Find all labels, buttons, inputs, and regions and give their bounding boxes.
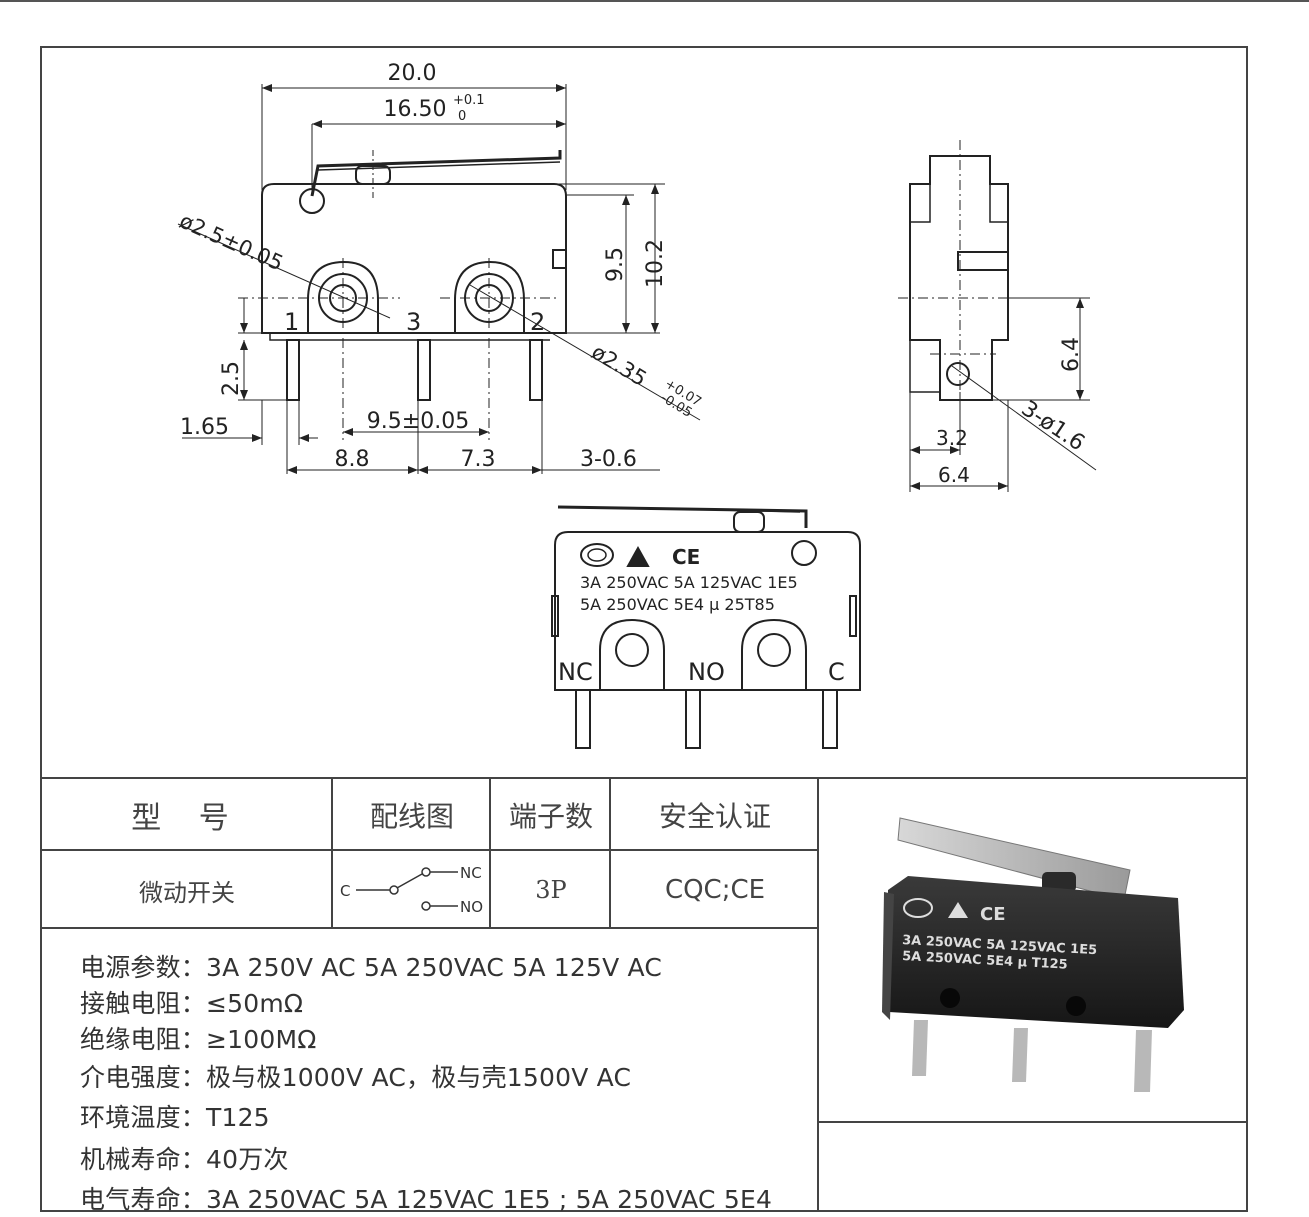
wiring-label-c: C (340, 882, 350, 900)
dim-width-pivot-tol-lower: 0 (458, 109, 466, 124)
label-rating-line1: 3A 250VAC 5A 125VAC 1E5 (580, 573, 798, 592)
leader-side-holes (951, 365, 1097, 471)
spec-insulation-resistance: 绝缘电阻：≥100MΩ (80, 1025, 317, 1054)
mounting-boss-left (307, 260, 379, 333)
dim-pin-width: 1.65 (180, 415, 229, 440)
side-notch (552, 249, 567, 269)
dim-side-height: 6.4 (1059, 337, 1084, 372)
mounting-boss-right (454, 260, 525, 333)
photo-pin-3 (1134, 1030, 1152, 1092)
label-rating-line2: 5A 250VAC 5E4 μ 25T85 (580, 595, 775, 614)
photo-cqc-logo-icon (903, 898, 933, 918)
pin-label-3: 3 (406, 308, 421, 336)
label-view-actuator (733, 511, 765, 533)
label-view-hole-right (757, 633, 791, 667)
lever-arm-inner (317, 161, 561, 171)
top-rule (0, 0, 1309, 2)
wiring-diagram: C NC NO (340, 864, 483, 916)
label-view-hole-left (615, 633, 649, 667)
pin-label-1: 1 (284, 308, 299, 336)
photo-triangle-icon (948, 902, 968, 918)
leader-hole-large (469, 284, 701, 421)
header-wiring: 配线图 (369, 800, 454, 833)
dim-pitch-b: 7.3 (461, 447, 496, 472)
dim-side-half-width: 3.2 (936, 426, 968, 450)
header-terminals: 端子数 (508, 800, 593, 833)
header-model: 型 号 (131, 801, 243, 836)
dim-pin-offset: 3-0.6 (580, 447, 637, 472)
ce-mark-icon: CE (672, 545, 700, 569)
cell-certification: CQC;CE (664, 875, 766, 905)
dim-hole-large: ø2.35 (587, 340, 650, 391)
dim-width-total: 20.0 (388, 61, 437, 86)
leader-hole-small (177, 223, 391, 319)
cell-terminals: 3P (535, 876, 567, 904)
dim-pin-length: 2.5 (219, 361, 244, 396)
spec-contact-resistance: 接触电阻：≤50mΩ (80, 989, 304, 1018)
dim-pitch-a: 8.8 (335, 447, 370, 472)
drawing-frame (40, 46, 1248, 1212)
dim-height-body: 9.5 (603, 247, 628, 282)
label-pin-no: NO (688, 658, 725, 686)
label-view-pin-nc (575, 689, 591, 749)
spec-electrical-life: 电气寿命：3A 250VAC 5A 125VAC 1E5 ; 5A 250VAC… (80, 1185, 773, 1214)
label-view-pin-c (822, 689, 838, 749)
side-view-pin-hole (946, 362, 970, 386)
dim-width-pivot-tol-upper: +0.1 (453, 93, 485, 108)
cqc-logo-icon (580, 543, 614, 567)
dim-hole-spacing: 9.5±0.05 (367, 409, 469, 434)
photo-actuator (1042, 872, 1076, 892)
spec-power: 电源参数：3A 250V AC 5A 250VAC 5A 125V AC (80, 953, 663, 982)
label-pin-nc: NC (558, 658, 593, 686)
label-view-right-tab (849, 595, 857, 637)
lever-arm (310, 150, 562, 197)
pin-3 (417, 339, 431, 401)
pin-2 (529, 339, 543, 401)
spec-dielectric-strength: 介电强度：极与极1000V AC，极与壳1500V AC (80, 1063, 632, 1092)
photo-pin-1 (912, 1020, 928, 1076)
dim-height-total: 10.2 (643, 239, 668, 288)
pin-base (269, 333, 550, 341)
cell-model: 微动开关 (139, 878, 235, 907)
wiring-label-nc: NC (460, 864, 482, 882)
label-view-lever (557, 505, 808, 528)
spec-mechanical-life: 机械寿命：40万次 (80, 1145, 289, 1174)
label-view-boss-left (599, 618, 665, 690)
label-view-boss-right (741, 618, 807, 690)
label-view-pivot-hole (791, 540, 817, 566)
wiring-label-no: NO (460, 898, 483, 916)
side-view-body (909, 155, 1009, 401)
label-pin-c: C (828, 658, 845, 686)
side-view-notch (957, 251, 1009, 271)
label-view-pin-no (685, 689, 701, 749)
photo-hole-right (1066, 996, 1086, 1016)
spec-ambient-temperature: 环境温度：T125 (80, 1103, 270, 1132)
pin-label-2: 2 (530, 308, 545, 336)
safety-triangle-icon (626, 545, 650, 567)
label-view-body (554, 531, 861, 691)
header-certification: 安全认证 (658, 800, 771, 833)
product-photo: CE 3A 250VAC 5A 125VAC 1E5 5A 250VAC 5E4… (882, 817, 1184, 1092)
technical-drawing: 20.0 16.50 +0.1 0 ø2.5±0.05 ø2.35 +0.07 … (176, 61, 1097, 749)
label-view-left-tab (551, 595, 559, 637)
dim-width-pivot: 16.50 (384, 97, 447, 122)
pin-1 (286, 339, 300, 401)
photo-ce-icon: CE (980, 904, 1006, 925)
photo-hole-left (940, 988, 960, 1008)
photo-pin-2 (1012, 1028, 1028, 1082)
dim-side-holes: 3-ø1.6 (1017, 396, 1089, 456)
dim-hole-small: ø2.5±0.05 (176, 209, 287, 276)
dim-side-width: 6.4 (938, 463, 970, 487)
